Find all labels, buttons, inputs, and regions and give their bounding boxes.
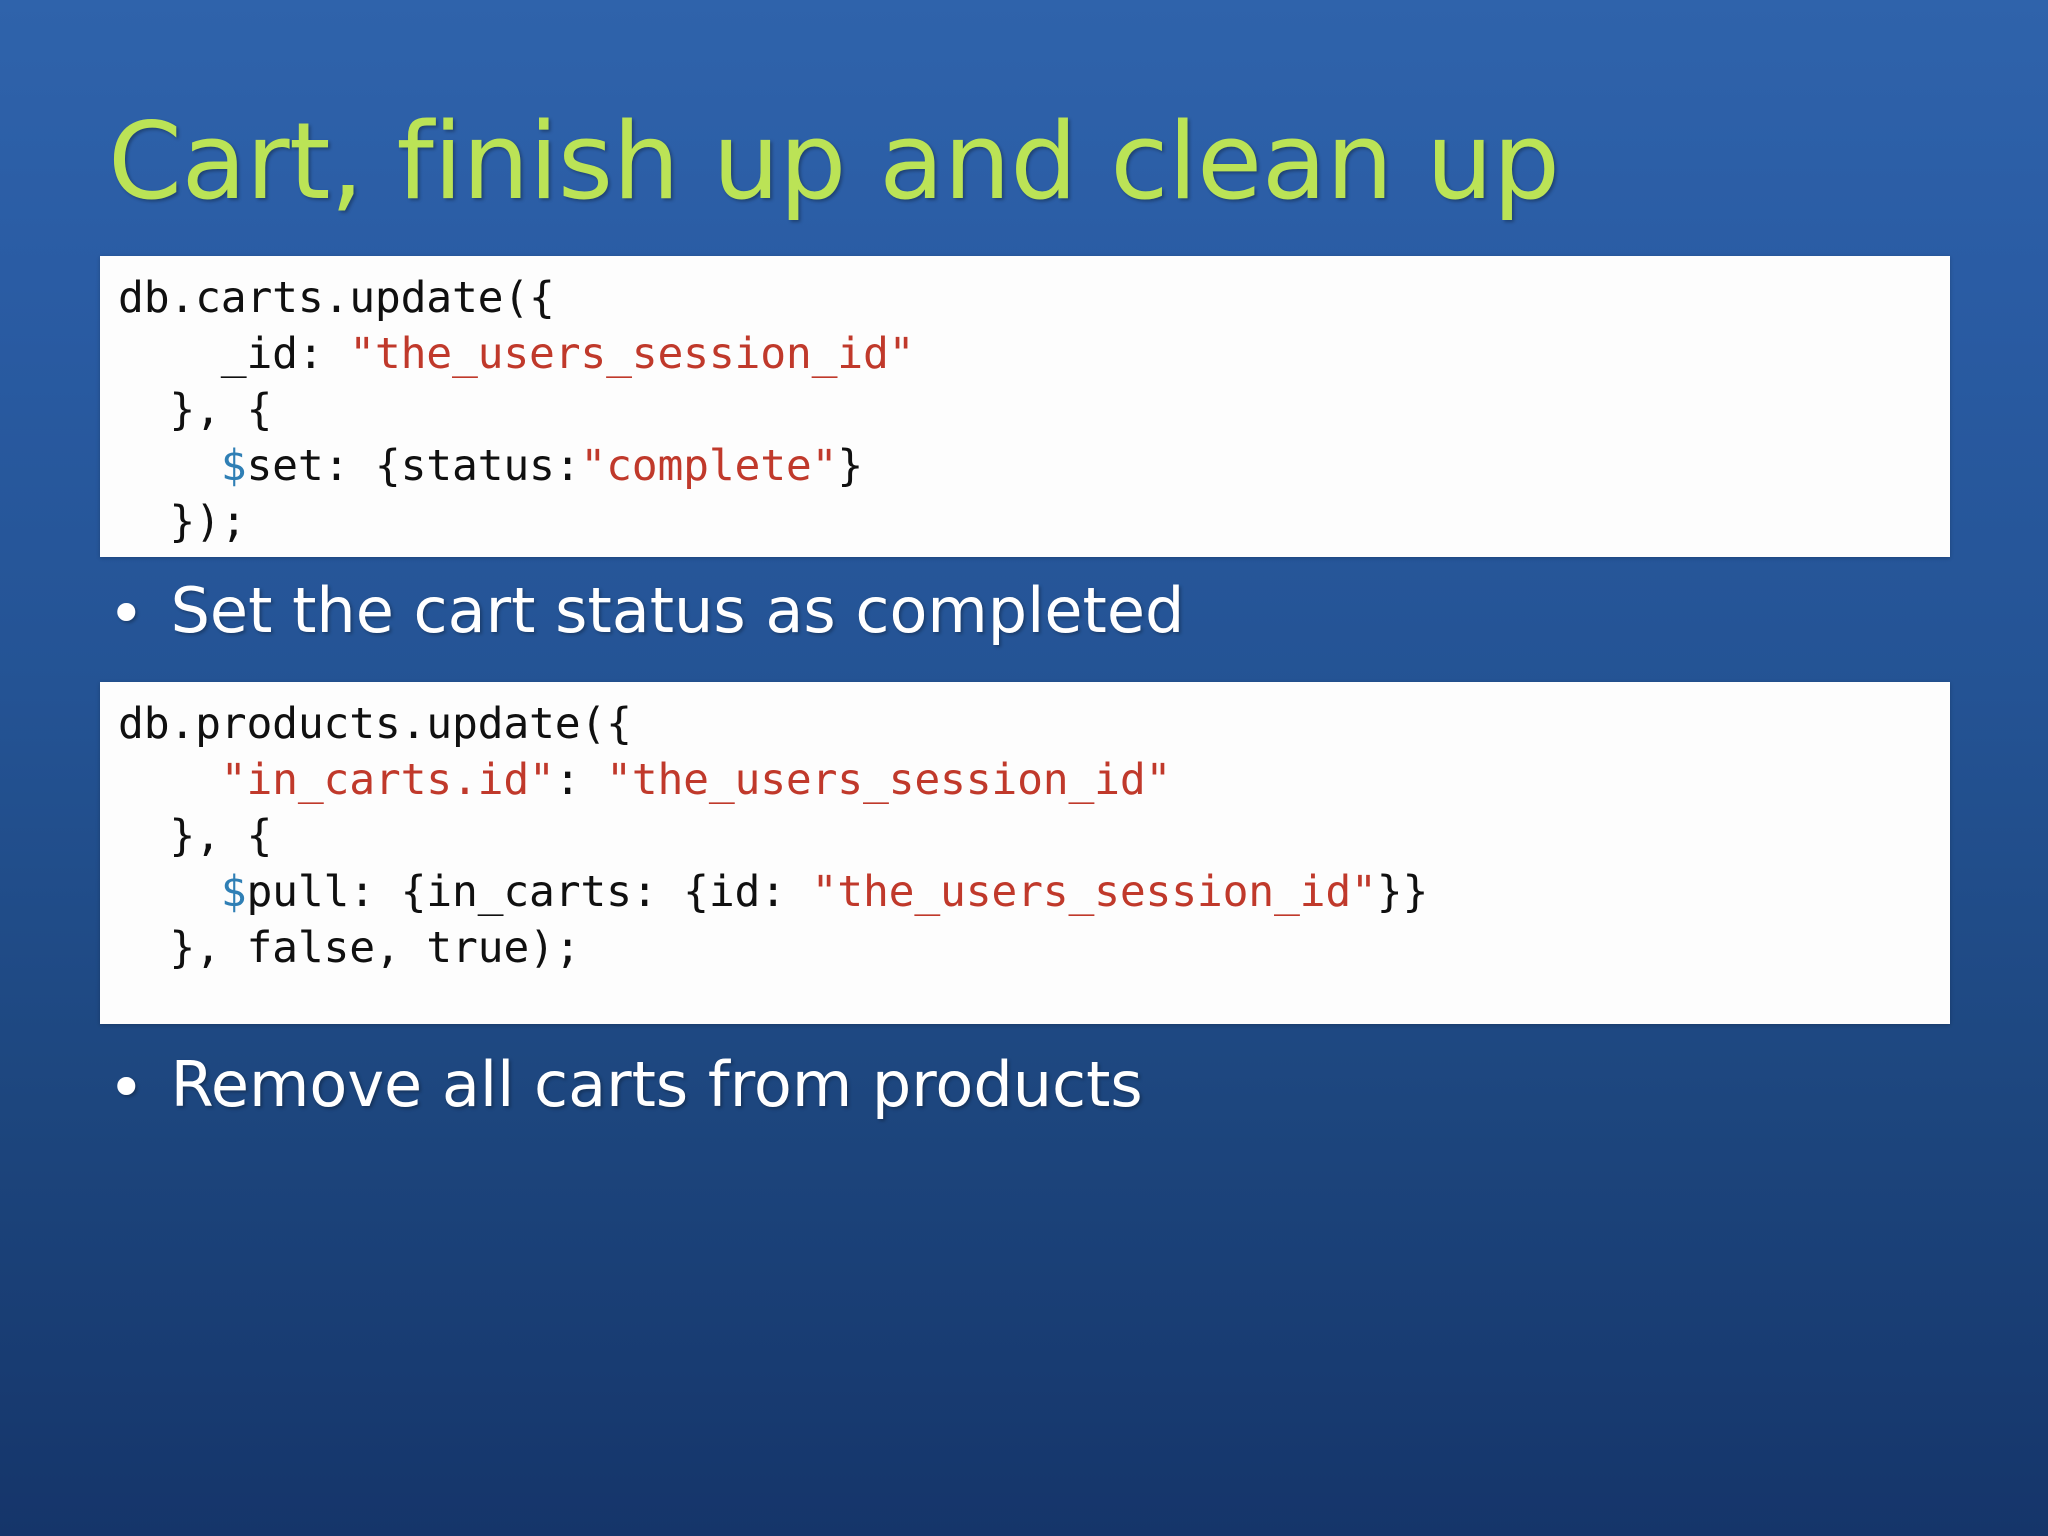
bullet-dot-icon: •: [108, 577, 145, 650]
code-block-carts-update: db.carts.update({ _id: "the_users_sessio…: [100, 256, 1950, 557]
code-line: });: [108, 494, 1950, 550]
code-line: _id: "the_users_session_id": [108, 326, 1950, 382]
code-token-plain: }, {: [118, 385, 273, 435]
code-token-plain: [118, 867, 221, 917]
code-line: $pull: {in_carts: {id: "the_users_sessio…: [108, 864, 1950, 920]
code-token-plain: }}: [1376, 867, 1429, 917]
code-token-string: "the_users_session_id": [606, 755, 1172, 805]
code-line: }, false, true);: [108, 920, 1950, 976]
code-token-plain: }, false, true);: [118, 923, 581, 973]
code-line: }, {: [108, 382, 1950, 438]
code-token-plain: }: [837, 441, 864, 491]
code-line: db.products.update({: [108, 696, 1950, 752]
page-title: Cart, finish up and clean up: [108, 100, 1560, 224]
code-token-plain: [118, 755, 221, 805]
code-line: $set: {status:"complete"}: [108, 438, 1950, 494]
code-token-string: "the_users_session_id": [811, 867, 1377, 917]
code-token-plain: [118, 441, 221, 491]
code-token-string: "the_users_session_id": [349, 329, 915, 379]
code-line: }, {: [108, 808, 1950, 864]
code-token-string: "complete": [580, 441, 838, 491]
code-token-plain: db.carts.update({: [118, 273, 555, 323]
bullet-item-set-cart-status: • Set the cart status as completed: [108, 574, 1968, 650]
code-token-plain: _id:: [118, 329, 350, 379]
code-token-plain: :: [554, 755, 607, 805]
code-token-plain: set: {status:: [246, 441, 581, 491]
code-token-operator: $: [220, 867, 247, 917]
code-token-plain: db.products.update({: [118, 699, 632, 749]
code-token-string: "in_carts.id": [220, 755, 555, 805]
code-token-plain: });: [118, 497, 247, 547]
code-token-plain: }, {: [118, 811, 273, 861]
code-line: "in_carts.id": "the_users_session_id": [108, 752, 1950, 808]
bullet-text: Remove all carts from products: [170, 1048, 1143, 1121]
code-block-products-update: db.products.update({ "in_carts.id": "the…: [100, 682, 1950, 1024]
bullet-text: Set the cart status as completed: [170, 574, 1185, 647]
bullet-dot-icon: •: [108, 1051, 145, 1124]
code-token-plain: pull: {in_carts: {id:: [246, 867, 812, 917]
bullet-item-remove-carts: • Remove all carts from products: [108, 1048, 1968, 1124]
code-line: db.carts.update({: [108, 270, 1950, 326]
code-token-operator: $: [220, 441, 247, 491]
